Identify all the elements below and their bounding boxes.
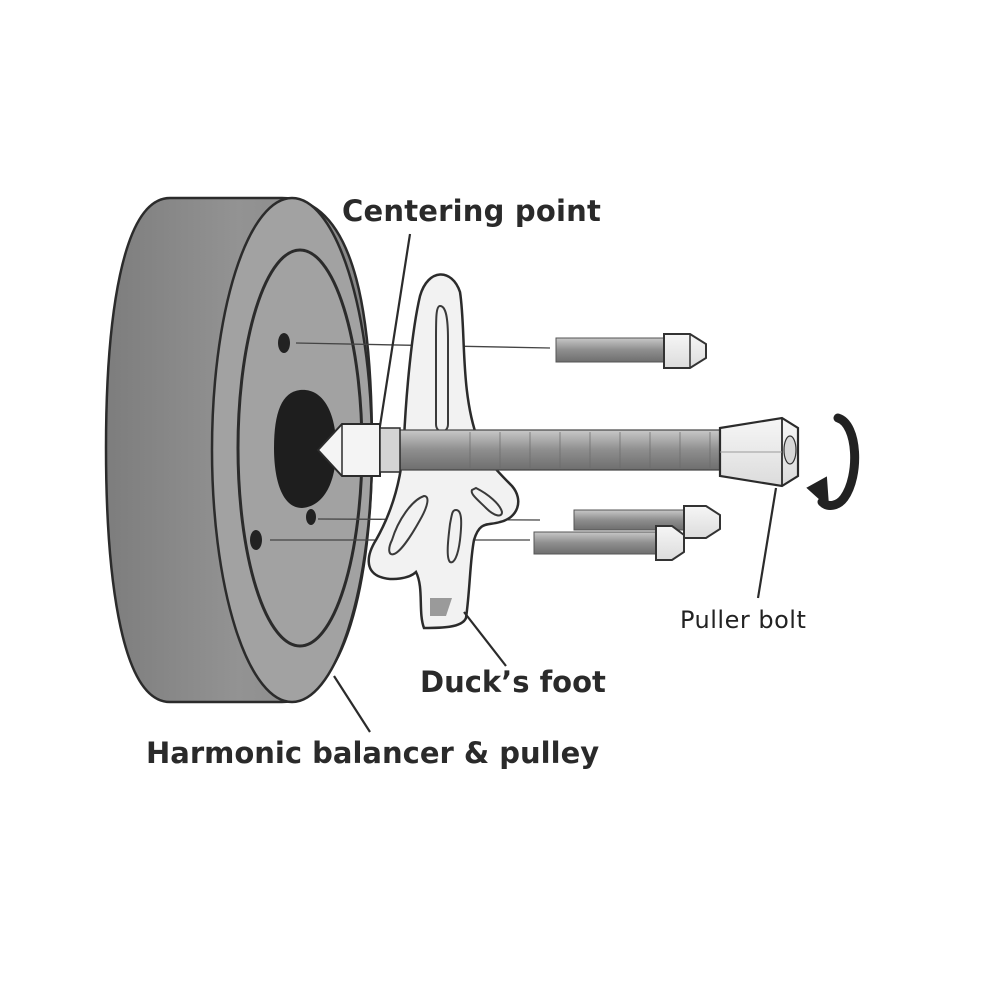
hub-hole — [274, 389, 337, 508]
leader-puller-bolt — [756, 487, 778, 599]
label-ducks-foot: Duck’s foot — [420, 665, 606, 699]
bolt-hole-top — [278, 333, 290, 353]
label-leaders — [333, 233, 778, 733]
center-slot — [446, 508, 463, 564]
label-harmonic-balancer: Harmonic balancer & pulley — [146, 736, 600, 770]
harmonic-balancer-pulley — [104, 196, 374, 704]
adapter-bolt-top — [555, 333, 707, 369]
centering-point-cone — [316, 423, 401, 477]
curved-arrow-clockwise-icon — [806, 413, 860, 510]
label-centering-point: Centering point — [342, 194, 602, 228]
puller-bolt-thread — [395, 429, 723, 471]
foot-edge-shade — [430, 598, 452, 616]
puller-bolt-hex-head — [718, 416, 800, 488]
bolt-hole-bottom — [250, 530, 262, 550]
lower-right-slot — [470, 486, 504, 517]
puller-bolt — [316, 416, 800, 488]
bolt-hole-right — [306, 509, 316, 525]
lower-left-slot — [388, 494, 429, 556]
leader-harmonic-balancer — [333, 675, 371, 733]
leader-ducks-foot — [463, 611, 507, 667]
leader-centering-point — [378, 233, 412, 427]
adapter-bolt-lower-front — [533, 525, 685, 561]
label-puller-bolt: Puller bolt — [680, 606, 807, 634]
